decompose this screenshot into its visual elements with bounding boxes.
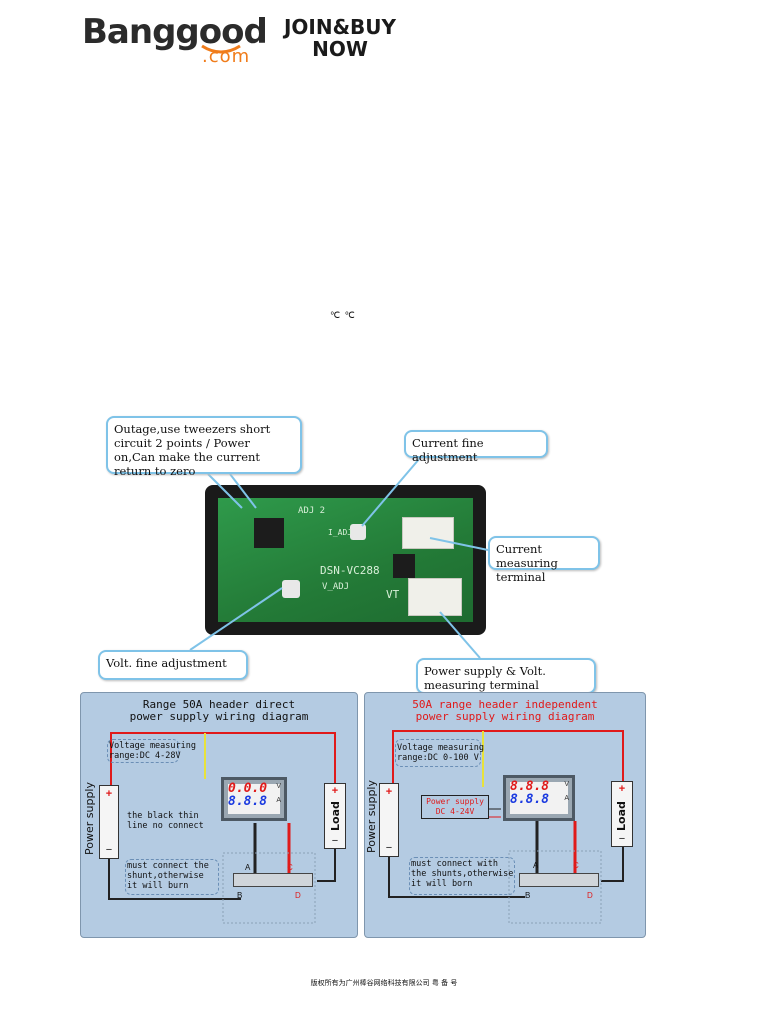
voltage-range-text: Voltage measuring range:DC 4-28V (109, 741, 196, 761)
join-line-1: JOIN&BUY (283, 15, 397, 39)
logo-sub-text: .com (202, 46, 251, 67)
callout-outage: Outage,use tweezers short circuit 2 poin… (106, 416, 302, 478)
display-current: 8.8.8 (510, 792, 550, 807)
pcb-board: ADJ 2 I_ADJ DSN-VC288 V_ADJ VT (218, 498, 473, 622)
shunt-label-b: B (237, 891, 243, 900)
load-plus: + (618, 783, 626, 795)
power-connector (408, 578, 462, 616)
power-supply-box: Power supply DC 4-24V (421, 795, 489, 819)
unit-volt: V (276, 783, 281, 790)
current-connector (402, 517, 454, 549)
unit-amp: A (564, 795, 569, 802)
display-current: 8.8.8 (228, 794, 268, 809)
meter-screen (228, 784, 280, 814)
meter-display: 8.8.8 V 8.8.8 A (503, 775, 575, 821)
current-potentiometer (350, 524, 366, 540)
shunt-label-d: D (587, 891, 593, 900)
diagram-title: Range 50A header direct power supply wir… (81, 699, 357, 723)
load-box: + − (611, 781, 633, 847)
callout-power-supply: Power supply & Volt. measuring terminal (416, 658, 596, 694)
wiring-diagram-independent: 50A range header independent power suppl… (364, 692, 646, 938)
power-supply-label: Power supply (83, 782, 96, 855)
board-label-vt: VT (386, 588, 400, 601)
load-box: + − (324, 783, 346, 849)
join-buy-now[interactable]: JOIN&BUY NOW (270, 16, 410, 60)
callout-leader-lines (189, 457, 489, 659)
degree-symbols: ℃ ℃ (330, 310, 356, 320)
diagram-title-line-2: power supply wiring diagram (129, 710, 309, 723)
join-line-2: NOW (312, 37, 368, 61)
battery: + − (379, 783, 399, 857)
battery-minus: − (385, 842, 393, 854)
shunt-label-a: A (245, 863, 251, 872)
board-label-vadj: V_ADJ (322, 582, 350, 592)
must-connect-text: must connect with the shunts,otherwise i… (411, 859, 514, 889)
display-voltage: 0.0.0 (228, 781, 268, 796)
wiring-lines (108, 732, 336, 924)
load-minus: − (331, 835, 339, 847)
board-photo: ADJ 2 I_ADJ DSN-VC288 V_ADJ VT Outage,us… (90, 412, 610, 694)
voltage-range-bubble (395, 739, 481, 767)
callout-current-fine: Current fine adjustment (404, 430, 548, 464)
board-label-model: DSN-VC288 (320, 564, 380, 577)
ic-chip (254, 518, 284, 548)
callout-current-terminal: Current measuring terminal (488, 536, 600, 584)
voltage-range-bubble (107, 739, 179, 763)
must-connect-text: must connect the shunt,otherwise it will… (127, 861, 209, 891)
logo-main-text: Banggood (82, 12, 268, 52)
diagram-title-line-2: power supply wiring diagram (415, 710, 595, 723)
battery-minus: − (105, 844, 113, 856)
load-label: Load (615, 801, 628, 831)
footer-copyright: 版权所有为广州棒谷网络科技有限公司 粤 备 号 (310, 979, 458, 987)
ic-chip-small (393, 554, 415, 578)
diagram-title-line-1: 50A range header independent (412, 698, 598, 711)
diagram-title: 50A range header independent power suppl… (365, 699, 645, 723)
shunt-label-c: C (287, 863, 293, 872)
power-supply-label: Power supply (365, 780, 378, 853)
battery-plus: + (385, 786, 393, 798)
battery-plus: + (105, 788, 113, 800)
volt-potentiometer (282, 580, 300, 598)
black-line-note: the black thin line no connect (127, 811, 204, 831)
shunt-label-c: C (573, 861, 579, 870)
must-connect-bubble (409, 857, 515, 895)
callout-volt-fine: Volt. fine adjustment (98, 650, 248, 680)
unit-amp: A (276, 797, 281, 804)
banggood-logo[interactable]: Banggood .com JOIN&BUY NOW (82, 12, 412, 72)
logo-smile-icon (201, 44, 241, 54)
wiring-lines (388, 730, 624, 924)
board-label-adj2: ADJ 2 (298, 506, 326, 516)
shunt-label-a: A (533, 861, 539, 870)
diagram-title-line-1: Range 50A header direct (142, 698, 296, 711)
load-label: Load (329, 801, 342, 831)
voltage-range-text: Voltage measuring range:DC 0-100 V (397, 743, 484, 763)
shunt-resistor (519, 873, 599, 887)
board-label-iadj: I_ADJ (328, 528, 353, 537)
must-connect-bubble (125, 859, 219, 895)
meter-screen (510, 782, 568, 814)
shunt-resistor (233, 873, 313, 887)
battery: + − (99, 785, 119, 859)
meter-display: 0.0.0 V 8.8.8 A (221, 777, 287, 821)
unit-volt: V (564, 781, 569, 788)
wiring-diagram-direct: Range 50A header direct power supply wir… (80, 692, 358, 938)
shunt-label-d: D (295, 891, 301, 900)
shunt-label-b: B (525, 891, 531, 900)
load-minus: − (618, 833, 626, 845)
display-voltage: 8.8.8 (510, 779, 550, 794)
load-plus: + (331, 785, 339, 797)
